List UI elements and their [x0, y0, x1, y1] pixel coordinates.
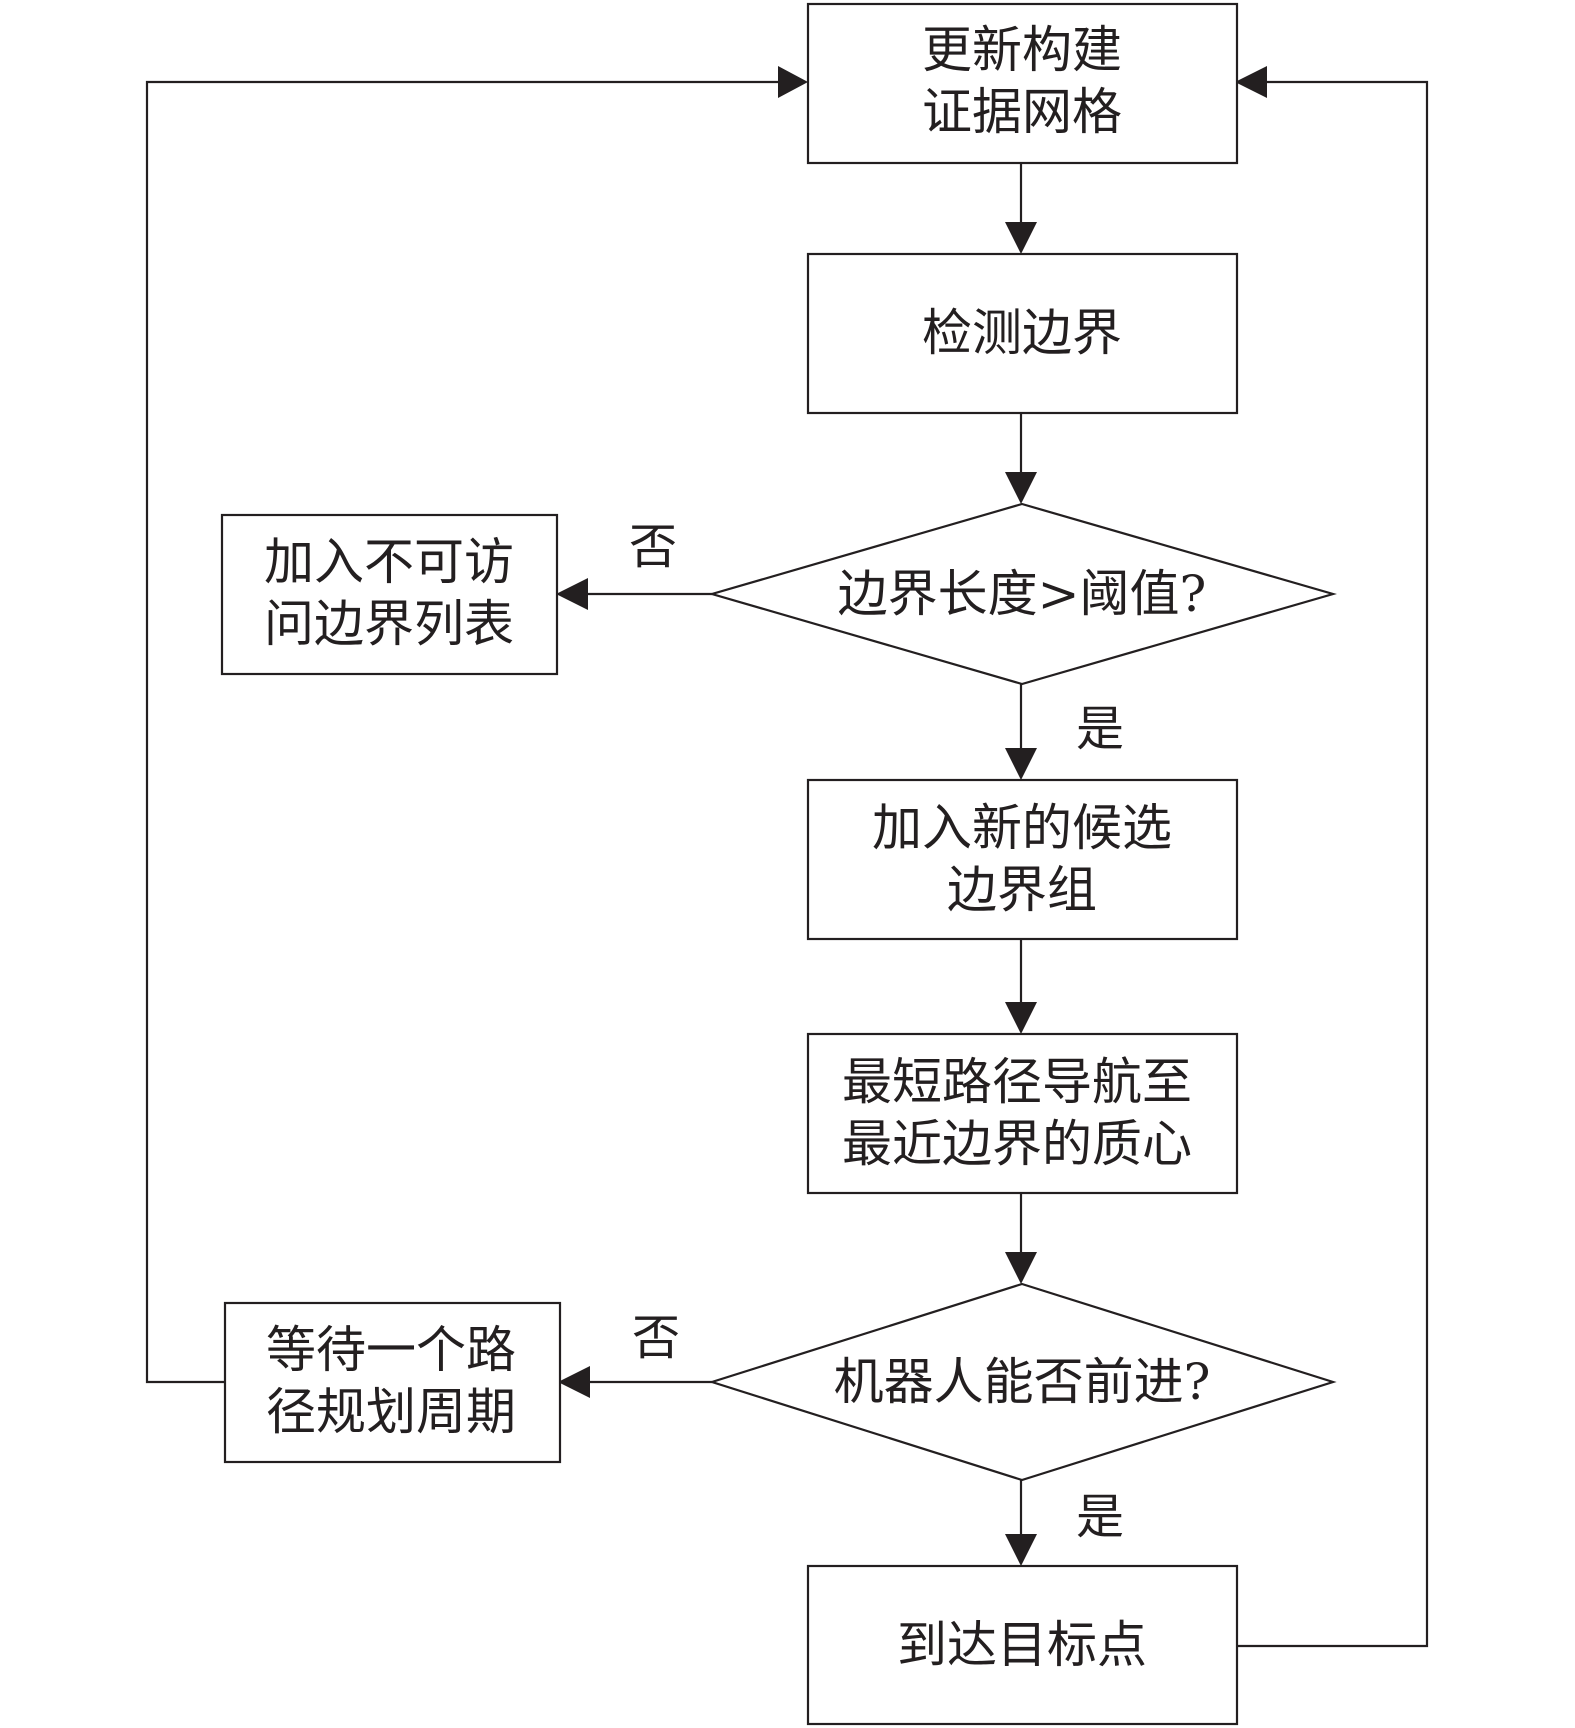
edge-label-advance-yes: 是	[1076, 1489, 1124, 1545]
node-update-grid-line-2: 证据网格	[922, 83, 1122, 141]
arrowhead-left-icon	[1235, 66, 1267, 98]
edge-label-advance-no: 否	[632, 1310, 680, 1366]
node-navigate-line-2: 最近边界的质心	[842, 1115, 1192, 1173]
node-add-candidate-line-2: 边界组	[947, 861, 1097, 919]
node-add-unreachable-line-1: 加入不可访	[264, 533, 514, 591]
node-navigate: 最短路径导航至 最近边界的质心	[806, 1032, 1239, 1195]
edge-target-loop-back	[1237, 80, 1429, 1648]
arrowhead-down-icon	[1005, 748, 1037, 780]
edge-label-length-yes: 是	[1076, 701, 1124, 757]
arrowhead-down-icon	[1005, 1252, 1037, 1284]
arrowhead-down-icon	[1005, 1002, 1037, 1034]
arrowhead-down-icon	[1005, 222, 1037, 254]
node-update-grid-line-1: 更新构建	[922, 21, 1122, 79]
node-add-candidate: 加入新的候选 边界组	[806, 778, 1239, 941]
node-wait-cycle: 等待一个路 径规划周期	[223, 1301, 562, 1464]
edge-wait-loop-back	[145, 80, 780, 1384]
decision-can-advance: 机器人能否前进?	[708, 1282, 1337, 1482]
node-reach-target-line-1: 到达目标点	[897, 1616, 1147, 1674]
arrowhead-down-icon	[1005, 472, 1037, 504]
node-add-unreachable: 加入不可访 问边界列表	[220, 513, 559, 676]
arrowhead-right-icon	[778, 66, 808, 98]
node-reach-target: 到达目标点	[806, 1564, 1239, 1726]
decision-length-check: 边界长度>阈值?	[708, 502, 1337, 686]
node-wait-cycle-line-1: 等待一个路	[266, 1321, 516, 1379]
node-add-candidate-line-1: 加入新的候选	[872, 799, 1172, 857]
connectors	[145, 66, 1429, 1648]
arrowhead-left-icon	[558, 1366, 590, 1398]
node-wait-cycle-line-2: 径规划周期	[266, 1383, 516, 1441]
node-update-grid: 更新构建 证据网格	[806, 2, 1239, 165]
arrowhead-down-icon	[1005, 1534, 1037, 1566]
node-navigate-line-1: 最短路径导航至	[842, 1053, 1192, 1111]
node-detect-frontier: 检测边界	[806, 252, 1239, 415]
arrowhead-left-icon	[556, 578, 588, 610]
edge-label-length-no: 否	[629, 519, 677, 575]
node-detect-frontier-line-1: 检测边界	[922, 304, 1122, 362]
decision-length-check-text: 边界长度>阈值?	[838, 565, 1207, 623]
node-add-unreachable-line-2: 问边界列表	[264, 595, 514, 653]
decision-can-advance-text: 机器人能否前进?	[834, 1353, 1211, 1411]
